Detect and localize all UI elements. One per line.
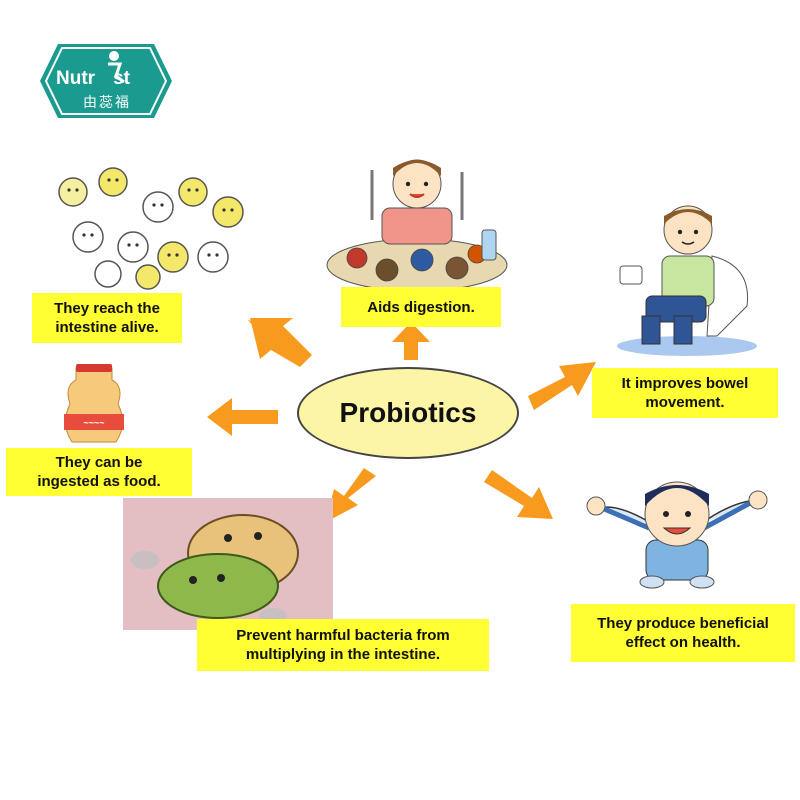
probiotics-hub: Probiotics: [297, 367, 519, 459]
label-bowel-movement: It improves bowel movement.: [592, 368, 778, 418]
label-prevent-bacteria-line2: multiplying in the intestine.: [245, 646, 441, 663]
bacteria-fight-illustration-icon: [123, 498, 333, 630]
arrow-to-ingested-food: [207, 398, 278, 436]
bacteria-characters-icon: [48, 162, 258, 292]
happy-boy-illustration-icon: [584, 470, 770, 590]
label-beneficial-health-line2: effect on health.: [625, 634, 741, 651]
label-bowel-movement-line2: movement.: [645, 394, 725, 411]
label-aids-digestion: Aids digestion.: [341, 287, 501, 327]
label-prevent-bacteria: Prevent harmful bacteria from multiplyin…: [197, 619, 489, 671]
label-ingested-food-line2: ingested as food.: [37, 473, 161, 490]
logo-latin-part1: Nutr: [56, 68, 96, 89]
yogurt-drink-bottle-icon: ~~~~: [58, 364, 130, 446]
arrow-to-aids-digestion: [392, 322, 430, 360]
label-reach-intestine-line2: intestine alive.: [55, 319, 159, 336]
label-beneficial-health: They produce beneficial effect on health…: [571, 604, 795, 662]
boy-eating-illustration-icon: [322, 150, 512, 295]
boy-on-toilet-illustration-icon: [612, 196, 762, 358]
arrow-to-bowel-movement: [528, 362, 596, 410]
label-ingested-food: They can be ingested as food.: [6, 448, 192, 496]
hub-label: Probiotics: [339, 397, 477, 428]
svg-text:~~~~: ~~~~: [83, 418, 104, 428]
label-prevent-bacteria-line1: Prevent harmful bacteria from: [236, 627, 450, 644]
label-aids-digestion-line1: Aids digestion.: [367, 298, 475, 316]
arrow-to-prevent-bacteria: [326, 468, 376, 522]
logo-chinese: 由蕊福: [83, 94, 131, 110]
label-ingested-food-line1: They can be: [55, 454, 143, 471]
label-beneficial-health-line1: They produce beneficial: [597, 615, 769, 632]
logo-latin-part2: st: [113, 68, 130, 89]
label-bowel-movement-line1: It improves bowel: [621, 375, 749, 392]
label-reach-intestine-line1: They reach the: [54, 300, 160, 317]
arrow-to-reach-intestine: [248, 318, 312, 367]
label-reach-intestine: They reach the intestine alive.: [32, 293, 182, 343]
arrow-to-beneficial-health: [484, 470, 553, 519]
